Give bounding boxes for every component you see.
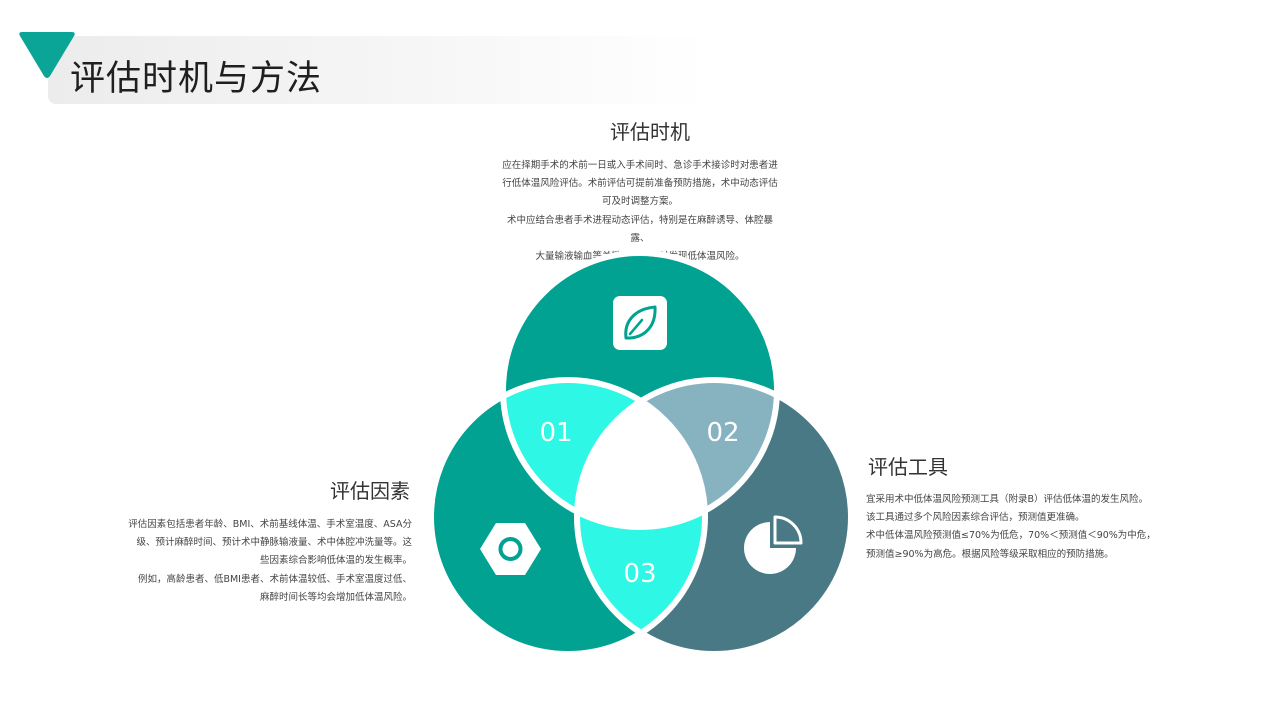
tools-line: 宜采用术中低体温风险预测工具（附录B）评估低体温的发生风险。 [866, 494, 1149, 505]
timing-line: 术中应结合患者手术进程动态评估，特别是在麻醉诱导、体腔暴露、 [506, 214, 773, 244]
venn-label-03: 03 [623, 559, 656, 589]
leaf-icon [613, 296, 667, 350]
tools-line: 该工具通过多个风险因素综合评估，预测值更准确。 [866, 512, 1085, 524]
timing-line: 应在择期手术的术前一日或入手术间时、急诊手术接诊时对患者进 [502, 160, 778, 171]
venn-label-02: 02 [706, 418, 739, 448]
factors-line: 麻醉时间长等均会增加低体温风险。 [259, 591, 412, 603]
venn-label-01: 01 [539, 418, 572, 448]
title-bar [48, 36, 708, 104]
timing-line: 行低体温风险评估。术前评估可提前准备预防措施，术中动态评估 [502, 178, 778, 190]
factors-line: 评估因素包括患者年龄、BMI、术前基线体温、手术室温度、ASA分 [128, 519, 412, 530]
factors-description: 评估因素包括患者年龄、BMI、术前基线体温、手术室温度、ASA分 级、预计麻醉时… [122, 516, 412, 607]
factors-heading: 评估因素 [330, 479, 410, 503]
tools-description: 宜采用术中低体温风险预测工具（附录B）评估低体温的发生风险。 该工具通过多个风险… [866, 491, 1166, 564]
page-title: 评估时机与方法 [70, 59, 323, 99]
factors-line: 些因素综合影响低体温的发生概率。 [259, 555, 412, 567]
tools-heading: 评估工具 [868, 455, 948, 479]
venn-outline-left [428, 377, 708, 657]
venn-center [577, 380, 705, 527]
venn-outline-top [500, 250, 780, 530]
tools-line: 术中低体温风险预测值≤70%为低危，70%＜预测值＜90%为中危， [866, 530, 1156, 542]
timing-line: 可及时调整方案。 [601, 196, 678, 208]
hexagon-nut-icon [480, 523, 541, 575]
tools-line: 预测值≥90%为高危。根据风险等级采取相应的预防措施。 [866, 548, 1114, 560]
factors-line: 例如，高龄患者、低BMI患者、术前体温较低、手术室温度过低、 [137, 573, 412, 585]
timing-heading: 评估时机 [610, 120, 690, 144]
title-triangle-decoration [19, 32, 75, 78]
factors-line: 级、预计麻醉时间、预计术中静脉输液量、术中体腔冲洗量等。这 [136, 537, 412, 549]
venn-outline-right [574, 377, 854, 657]
pie-chart-icon [744, 515, 803, 574]
